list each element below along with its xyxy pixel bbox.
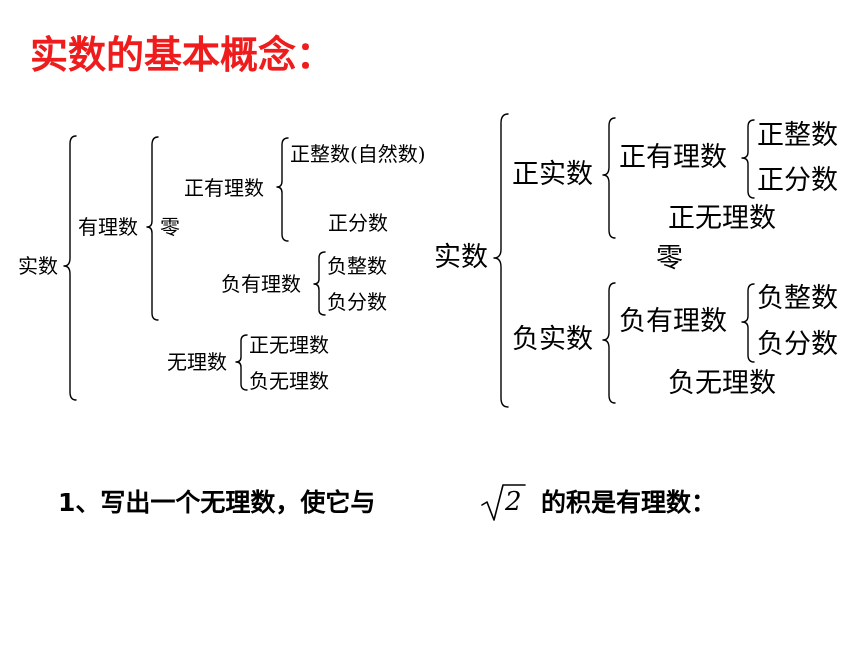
sqrt-radicand: 2 xyxy=(505,487,522,517)
node-neg-integer-left: 负整数 xyxy=(327,254,387,278)
brace-real-left xyxy=(63,135,77,401)
brace-neg-real-right xyxy=(602,282,616,404)
brace-irrational-left xyxy=(235,334,248,391)
page-title: 实数的基本概念： xyxy=(30,33,335,77)
brace-rational-left xyxy=(146,136,159,321)
node-real-left: 实数 xyxy=(18,254,58,278)
node-irrational-left: 无理数 xyxy=(167,350,227,374)
brace-neg-rational-right xyxy=(741,283,755,363)
node-pos-integer-left: 正整数(自然数) xyxy=(290,142,426,166)
node-neg-fraction-left: 负分数 xyxy=(327,290,387,314)
node-neg-irrational-left: 负无理数 xyxy=(249,369,329,393)
node-pos-fraction-left: 正分数 xyxy=(328,211,388,235)
node-pos-fraction-right: 正分数 xyxy=(757,165,838,196)
node-pos-rational-right: 正有理数 xyxy=(619,142,727,173)
node-neg-rational-left: 负有理数 xyxy=(221,272,301,296)
node-neg-irrational-right: 负无理数 xyxy=(668,368,776,399)
question-suffix: 的积是有理数： xyxy=(541,488,717,517)
node-zero-right: 零 xyxy=(656,243,683,274)
brace-pos-real-right xyxy=(602,117,616,239)
brace-pos-rational-right xyxy=(741,119,755,199)
node-pos-irrational-left: 正无理数 xyxy=(249,333,329,357)
node-rational-left: 有理数 xyxy=(78,215,138,239)
node-pos-integer-right: 正整数 xyxy=(757,120,838,151)
brace-pos-rational-left xyxy=(276,137,289,242)
node-neg-rational-right: 负有理数 xyxy=(619,306,727,337)
node-pos-real-right: 正实数 xyxy=(512,159,593,190)
node-zero-left: 零 xyxy=(160,215,180,239)
brace-neg-rational-left xyxy=(313,251,326,316)
brace-real-right xyxy=(493,113,509,408)
node-neg-integer-right: 负整数 xyxy=(757,283,838,314)
question-text: 1、写出一个无理数，使它与 xyxy=(58,488,376,517)
node-neg-real-right: 负实数 xyxy=(512,324,593,355)
node-neg-fraction-right: 负分数 xyxy=(757,329,838,360)
node-pos-irrational-right: 正无理数 xyxy=(668,203,776,234)
node-pos-rational-left: 正有理数 xyxy=(184,176,264,200)
node-real-right: 实数 xyxy=(434,242,488,273)
